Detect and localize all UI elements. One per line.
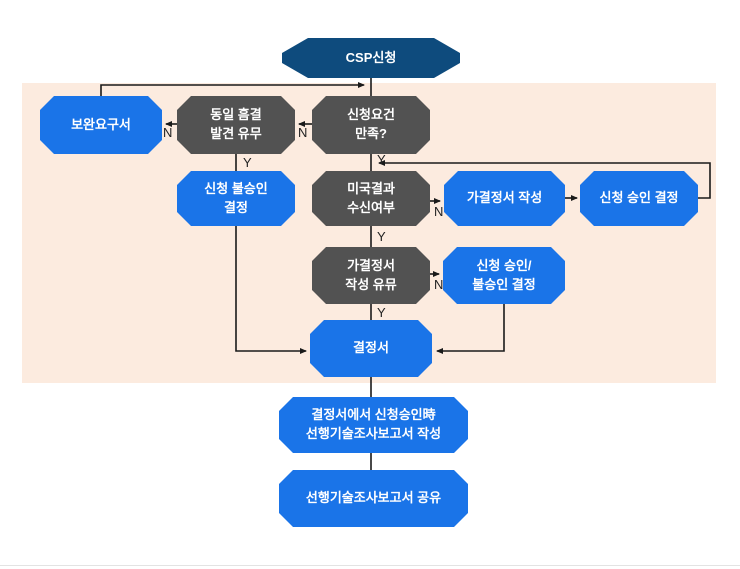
node-prior-art-report-share: 선행기술조사보고서 공유 — [279, 470, 468, 527]
branch-label-requirement-to-defect-n: N — [298, 125, 308, 140]
node-approval-decision: 신청 승인 결정 — [580, 171, 698, 226]
bottom-divider — [0, 565, 740, 566]
branch-label-defect-to-supplement-n: N — [163, 125, 173, 140]
node-decision-document: 결정서 — [310, 320, 432, 377]
node-provisional-written-check: 가결정서 작성 유뮤 — [312, 247, 430, 304]
node-disapproval-decision: 신청 불승인 결정 — [177, 171, 295, 226]
node-label: 가결정서 작성 — [466, 190, 543, 206]
branch-label-defect-y: Y — [243, 155, 252, 170]
node-label: 신청 승인 결정 — [599, 190, 679, 206]
node-provisional-decision-draft: 가결정서 작성 — [444, 171, 565, 226]
node-approve-or-disapprove-decision: 신청 승인/ 불승인 결정 — [443, 247, 565, 304]
node-supplement-request: 보완요구서 — [40, 96, 162, 154]
node-label: 결정서에서 신청승인時 선행기술조사보고서 작성 — [305, 407, 442, 441]
node-label: 신청요건 만족? — [347, 107, 395, 141]
node-same-defect-check: 동일 흠결 발견 유무 — [177, 96, 295, 154]
node-label: 신청 승인/ 불승인 결정 — [472, 257, 536, 292]
node-label: 미국결과 수신여부 — [347, 180, 395, 215]
node-label: 결정서 — [353, 340, 389, 356]
node-prior-art-report-draft: 결정서에서 신청승인時 선행기술조사보고서 작성 — [279, 397, 468, 453]
node-label: 동일 흠결 발견 유무 — [210, 107, 262, 141]
node-label: 보완요구서 — [71, 116, 131, 132]
branch-label-us-result-n: N — [434, 204, 444, 219]
node-requirement-check: 신청요건 만족? — [312, 96, 430, 154]
branch-label-requirement-y: Y — [377, 152, 386, 167]
node-label: CSP신청 — [345, 49, 397, 65]
branch-label-provisional-written-y: Y — [377, 305, 386, 320]
branch-label-provisional-written-n: N — [434, 277, 444, 292]
node-label: 선행기술조사보고서 공유 — [305, 490, 442, 506]
branch-label-us-result-y: Y — [377, 229, 386, 244]
node-csp-application: CSP신청 — [282, 38, 460, 78]
node-label: 가결정서 작성 유뮤 — [345, 257, 397, 292]
node-label: 신청 불승인 결정 — [204, 180, 268, 215]
node-us-result-check: 미국결과 수신여부 — [312, 171, 430, 226]
